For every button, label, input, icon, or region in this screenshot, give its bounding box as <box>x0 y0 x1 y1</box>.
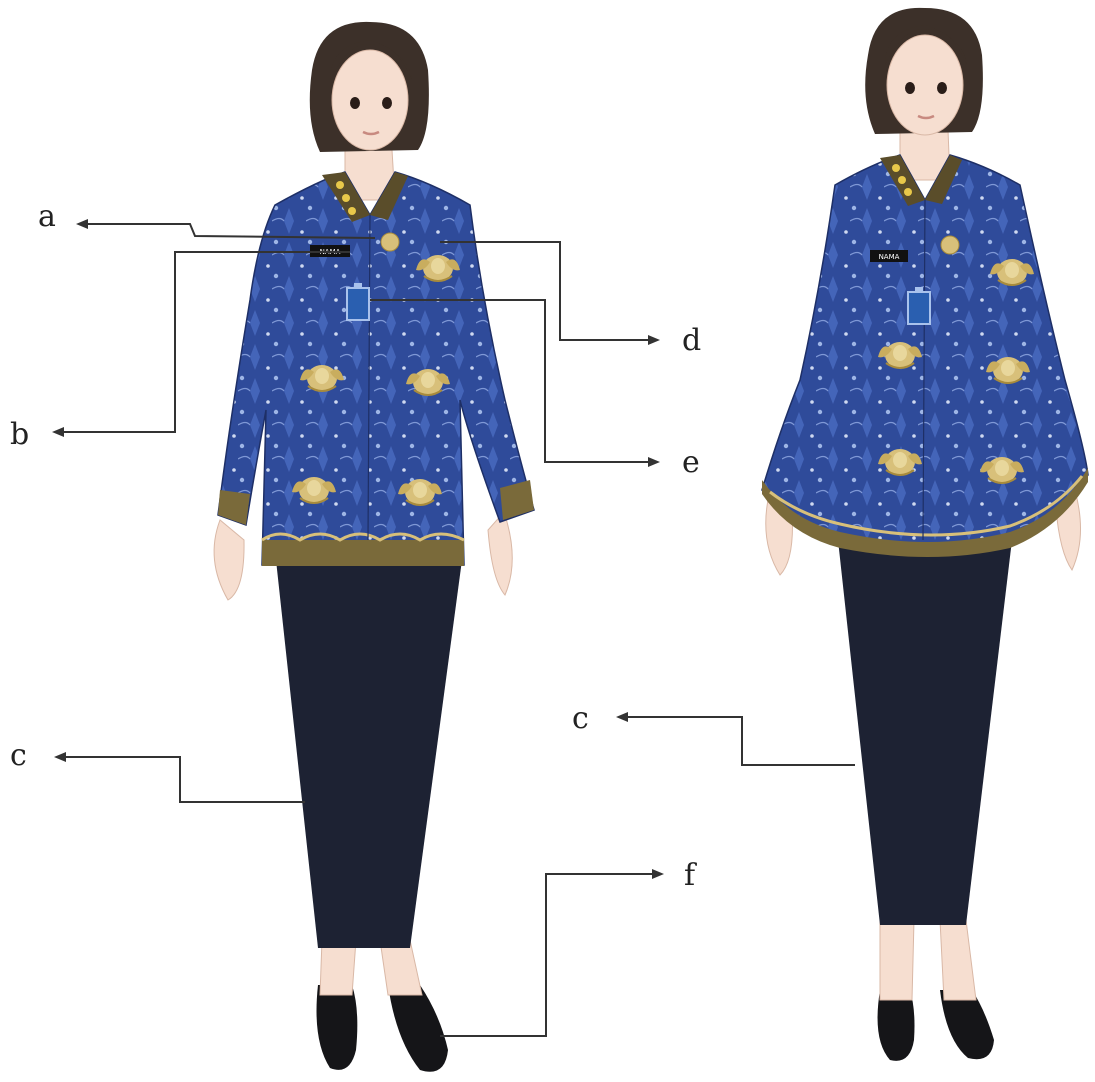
left-cuff-left <box>218 490 250 525</box>
left-hand-left <box>214 520 244 600</box>
callout-c-right-line <box>626 717 855 765</box>
right-name-tag-text: NAMA <box>879 253 900 261</box>
right-skirt <box>838 540 1012 925</box>
left-skirt <box>276 560 462 948</box>
right-korpri-pin <box>941 236 959 254</box>
left-korpri-pin <box>381 233 399 251</box>
left-shirt <box>218 172 534 565</box>
left-leg <box>320 940 356 995</box>
left-shoe-left <box>317 985 358 1070</box>
figure-left: NAMA <box>214 22 534 1072</box>
left-leg-2 <box>380 940 422 995</box>
left-id-card <box>347 288 369 320</box>
label-e: e <box>682 445 700 480</box>
left-shoe-right <box>388 985 448 1072</box>
right-shoe-left <box>878 990 915 1061</box>
label-c-right: c <box>572 701 589 736</box>
callout-c-left-line <box>64 757 305 802</box>
label-b: b <box>10 417 29 452</box>
label-c-left: c <box>10 738 27 773</box>
left-hem-border <box>262 540 464 566</box>
label-f: f <box>684 858 697 893</box>
callout-f-line <box>440 874 654 1036</box>
label-d: d <box>682 323 701 358</box>
right-id-card <box>908 292 930 324</box>
label-a: a <box>38 199 56 234</box>
left-hand-right <box>488 512 512 595</box>
figure-right: NAMA <box>762 8 1088 1061</box>
